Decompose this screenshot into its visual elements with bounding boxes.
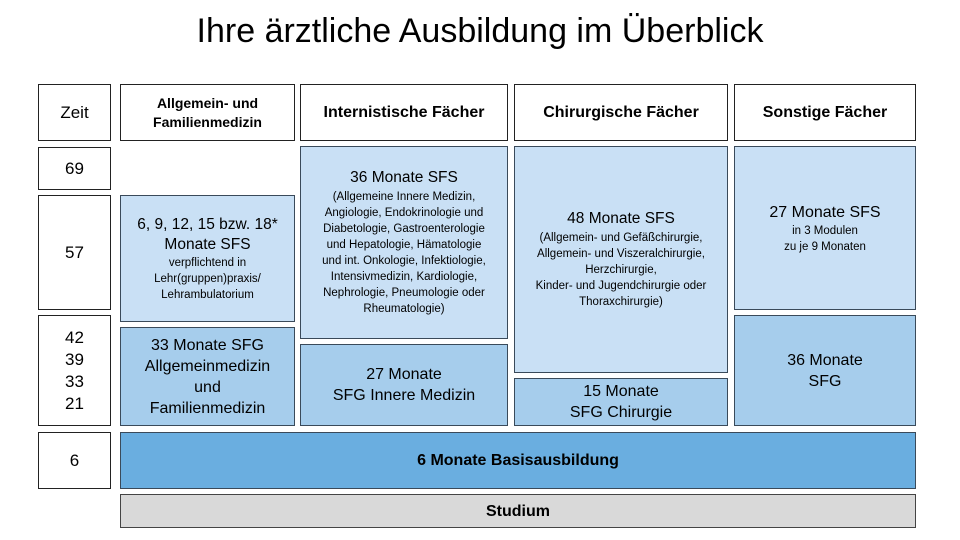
chirurg-sfs-detail-line: Herzchirurgie, [585,264,657,276]
time-6-label: 6 [69,450,80,470]
chirurg-sfs-detail-line: (Allgemein- und Gefäßchirurgie, [539,232,703,244]
header-allgemein-label: Allgemein- und Familienmedizin [153,94,262,130]
header-allgemein: Allgemein- und Familienmedizin [120,84,295,141]
allgemein-sfg-line2: Allgemeinmedizin [144,357,271,375]
header-zeit-label: Zeit [60,102,89,122]
sonstige-sfg-box: 36 Monate SFG [734,315,916,426]
chirurg-sfs-detail-line: Kinder- und Jugendchirurgie oder [535,280,707,292]
chirurg-sfg-box: 15 Monate SFG Chirurgie [514,378,728,426]
header-sonstige-label: Sonstige Fächer [762,103,888,121]
time-stack: 42 39 33 21 [38,315,111,426]
intern-sfs-details: (Allgemeine Innere Medizin, Angiologie, E… [322,189,486,317]
intern-sfs-detail-line: und int. Onkologie, Infektiologie, [322,255,486,267]
time-57-label: 57 [65,242,84,262]
allgemein-sfs-box: 6, 9, 12, 15 bzw. 18* Monate SFS verpfli… [120,195,295,322]
header-chirurg: Chirurgische Fächer [514,84,728,141]
time-39-label: 39 [65,349,84,369]
studium-label: Studium [486,502,550,520]
basis-box: 6 Monate Basisausbildung [120,432,916,489]
chirurg-sfg-line2: SFG Chirurgie [569,404,673,421]
sonstige-sfs-detail2: zu je 9 Monaten [784,240,866,253]
intern-sfs-detail-line: Intensivmedizin, Kardiologie, [330,271,478,283]
intern-sfs-detail-line: Diabetologie, Gastroenterologie [323,223,485,235]
allgemein-sfs-line1: 6, 9, 12, 15 bzw. 18* [137,215,278,233]
header-sonstige: Sonstige Fächer [734,84,916,141]
chirurg-sfs-detail-line: Thoraxchirurgie) [579,296,663,308]
sonstige-sfs-detail1: in 3 Modulen [792,224,858,237]
allgemein-sfs-detail3: Lehrambulatorium [161,288,254,301]
chirurg-sfs-detail-line: Allgemein- und Viszeralchirurgie, [537,248,705,260]
intern-sfs-detail-line: Nephrologie, Pneumologie oder [323,287,485,299]
time-57: 57 [38,195,111,310]
sonstige-sfs-box: 27 Monate SFS in 3 Modulen zu je 9 Monat… [734,146,916,310]
allgemein-sfg-line3: und [194,378,221,396]
allgemein-sfg-line1: 33 Monate SFG [151,336,264,354]
intern-sfg-box: 27 Monate SFG Innere Medizin [300,344,508,426]
header-intern-label: Internistische Fächer [323,103,485,121]
intern-sfg-line2: SFG Innere Medizin [332,387,476,404]
studium-box: Studium [120,494,916,528]
sonstige-sfg-line2: SFG [808,372,842,390]
intern-sfs-box: 36 Monate SFS (Allgemeine Innere Medizin… [300,146,508,339]
time-21-label: 21 [65,393,84,413]
intern-sfs-detail-line: Rheumatologie) [363,303,445,315]
page-title: Ihre ärztliche Ausbildung im Überblick [196,12,764,50]
basis-label: 6 Monate Basisausbildung [417,452,619,469]
time-33-label: 33 [65,371,84,391]
chirurg-sfs-box: 48 Monate SFS (Allgemein- und Gefäßchiru… [514,146,728,373]
sonstige-sfg-line1: 36 Monate [787,351,863,369]
intern-sfs-detail-line: und Hepatologie, Hämatologie [326,239,482,251]
time-6: 6 [38,432,111,489]
allgemein-sfs-detail2: Lehr(gruppen)praxis/ [154,272,261,285]
header-chirurg-label: Chirurgische Fächer [543,103,699,121]
intern-sfg-line1: 27 Monate [366,366,442,383]
chirurg-sfs-heading: 48 Monate SFS [567,210,675,227]
time-69: 69 [38,147,111,190]
intern-sfs-detail-line: Angiologie, Endokrinologie und [324,207,484,219]
intern-sfs-detail-line: (Allgemeine Innere Medizin, [332,191,476,203]
allgemein-sfg-line4: Familienmedizin [149,399,266,417]
chirurg-sfg-line1: 15 Monate [583,383,659,400]
allgemein-sfg-box: 33 Monate SFG Allgemeinmedizin und Famil… [120,327,295,426]
header-intern: Internistische Fächer [300,84,508,141]
header-zeit: Zeit [38,84,111,141]
sonstige-sfs-heading: 27 Monate SFS [769,203,881,221]
allgemein-sfs-line2: Monate SFS [164,235,251,253]
allgemein-sfs-detail1: verpflichtend in [168,256,247,269]
time-69-label: 69 [65,158,84,178]
time-42-label: 42 [65,327,84,347]
chirurg-sfs-details: (Allgemein- und Gefäßchirurgie, Allgemein… [536,230,707,310]
intern-sfs-heading: 36 Monate SFS [350,169,458,186]
